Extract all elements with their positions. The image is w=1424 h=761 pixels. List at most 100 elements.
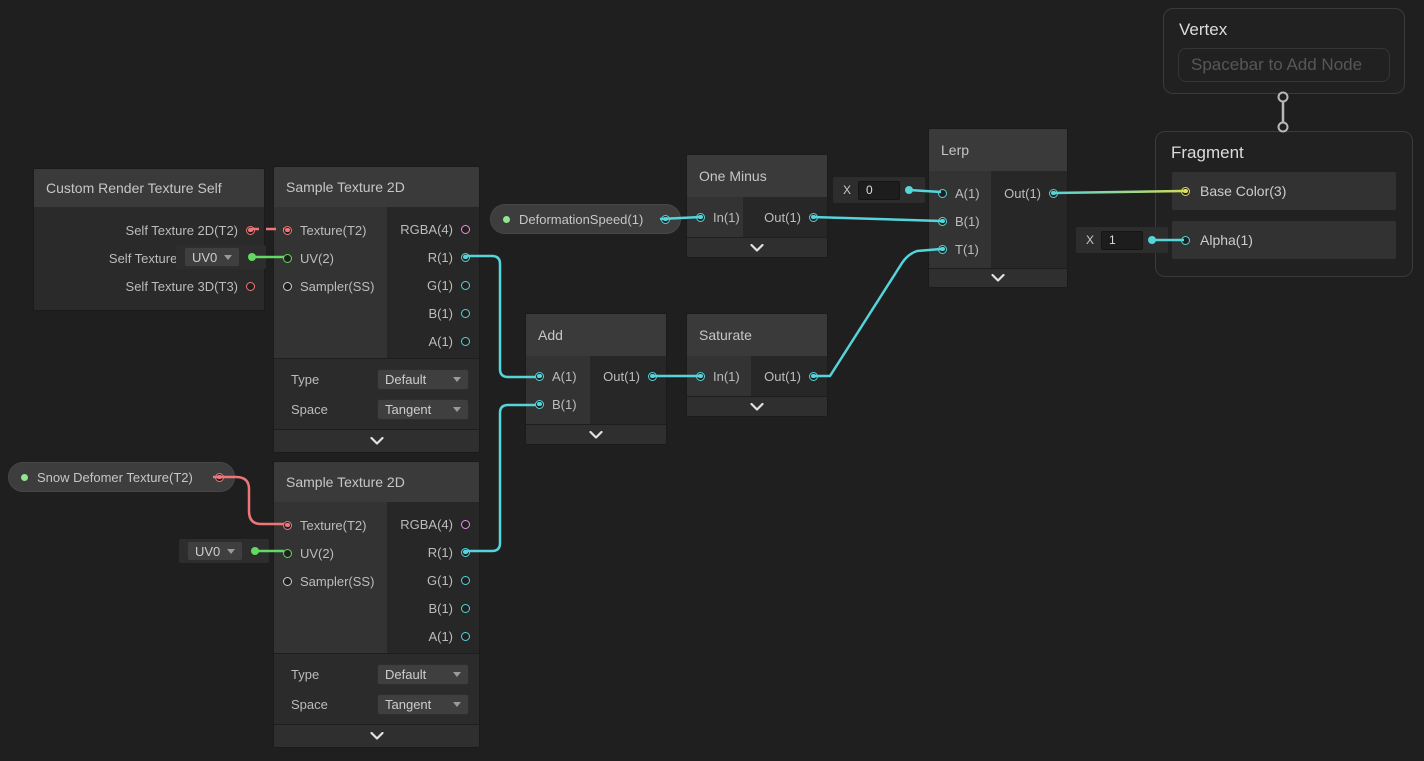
output-port-self-texture-3d[interactable] <box>246 281 255 291</box>
node-collapse-button[interactable] <box>526 424 666 444</box>
property-output-port[interactable] <box>661 214 670 224</box>
output-port-g[interactable] <box>461 280 470 290</box>
output-port-rgba[interactable] <box>461 224 470 234</box>
value-field[interactable]: 0 <box>858 180 901 200</box>
input-port-sampler[interactable] <box>283 281 292 291</box>
node-title[interactable]: Add <box>526 314 666 356</box>
lerp-a-default-widget: X 0 <box>833 177 925 203</box>
node-title[interactable]: Custom Render Texture Self <box>34 169 264 207</box>
edge-saturate-to-lerp-t[interactable] <box>812 247 942 378</box>
fragment-block-base-color[interactable]: Base Color(3) <box>1172 172 1396 210</box>
input-port-a[interactable] <box>938 188 947 198</box>
add-node-placeholder[interactable]: Spacebar to Add Node <box>1178 48 1390 82</box>
output-port-a[interactable] <box>461 631 470 641</box>
output-port-b[interactable] <box>461 603 470 613</box>
node-collapse-button[interactable] <box>274 724 479 747</box>
type-dropdown[interactable]: Default <box>377 368 469 390</box>
output-port-r[interactable] <box>461 252 470 262</box>
node-add[interactable]: Add A(1) B(1) Out(1) <box>525 313 667 445</box>
input-port-base-color[interactable] <box>1181 186 1190 196</box>
node-collapse-button[interactable] <box>929 268 1067 287</box>
output-port-out[interactable] <box>809 212 818 222</box>
vertex-context-block[interactable]: Vertex Spacebar to Add Node <box>1163 8 1405 94</box>
node-title-label: One Minus <box>699 168 767 184</box>
input-port-in[interactable] <box>696 371 705 381</box>
output-port-a[interactable] <box>461 336 470 346</box>
node-collapse-button[interactable] <box>687 237 827 257</box>
port-label: A(1) <box>428 628 453 644</box>
port-label: Self Texture 3D(T3) <box>125 278 238 294</box>
node-title[interactable]: Sample Texture 2D <box>274 462 479 502</box>
node-sample-texture-2d-b[interactable]: Sample Texture 2D Texture(T2) UV(2) Samp… <box>273 461 480 748</box>
fragment-block-alpha[interactable]: Alpha(1) <box>1172 221 1396 259</box>
port-label: B(1) <box>428 600 453 616</box>
node-title[interactable]: Sample Texture 2D <box>274 167 479 207</box>
dropdown-caret-icon <box>227 548 235 554</box>
input-port-uv[interactable] <box>283 548 292 558</box>
port-label: Texture(T2) <box>300 222 367 238</box>
property-node-snow-deformer-texture[interactable]: Snow Defomer Texture(T2) <box>8 462 235 492</box>
alpha-default-widget: X 1 <box>1076 227 1168 253</box>
node-title[interactable]: Saturate <box>687 314 827 356</box>
output-port-rgba[interactable] <box>461 519 470 529</box>
output-port-self-texture-2d[interactable] <box>246 225 255 235</box>
type-dropdown[interactable]: Default <box>377 663 469 685</box>
port-label: R(1) <box>427 249 453 265</box>
port-row: Self Texture 3D(T3) <box>34 272 264 300</box>
input-port-texture[interactable] <box>283 520 292 530</box>
collapse-chevron-icon <box>369 732 384 740</box>
space-dropdown[interactable]: Tangent <box>377 398 469 420</box>
node-title-label: Custom Render Texture Self <box>46 180 222 196</box>
edge-oneminus-to-lerp-b[interactable] <box>811 215 942 223</box>
property-dot-icon <box>21 473 28 481</box>
input-port-texture[interactable] <box>283 225 292 235</box>
node-collapse-button[interactable] <box>274 429 479 452</box>
input-port-b[interactable] <box>938 216 947 226</box>
uv-channel-dropdown[interactable]: UV0 <box>184 247 240 267</box>
uv-default-widget-a: UV0 <box>176 245 266 269</box>
input-port-t[interactable] <box>938 244 947 254</box>
space-dropdown[interactable]: Tangent <box>377 693 469 715</box>
dropdown-value: UV0 <box>195 543 221 559</box>
node-title[interactable]: One Minus <box>687 155 827 197</box>
property-node-deformation-speed[interactable]: DeformationSpeed(1) <box>490 204 681 234</box>
input-port-sampler[interactable] <box>283 576 292 586</box>
output-port-r[interactable] <box>461 547 470 557</box>
output-port-g[interactable] <box>461 575 470 585</box>
uv-channel-dropdown[interactable]: UV0 <box>187 541 243 561</box>
output-port-out[interactable] <box>648 371 657 381</box>
property-dot-icon <box>503 215 510 223</box>
node-lerp[interactable]: Lerp A(1) B(1) T(1) Out(1) <box>928 128 1068 288</box>
input-port-b[interactable] <box>535 399 544 409</box>
port-label: T(1) <box>955 241 979 257</box>
node-sample-texture-2d-a[interactable]: Sample Texture 2D Texture(T2) UV(2) Samp… <box>273 166 480 453</box>
property-output-port[interactable] <box>215 472 224 482</box>
port-label: Out(1) <box>764 209 801 225</box>
input-port-alpha[interactable] <box>1181 235 1190 245</box>
setting-label: Space <box>291 696 328 712</box>
value-field[interactable]: 1 <box>1101 230 1144 250</box>
output-port-b[interactable] <box>461 308 470 318</box>
node-title[interactable]: Lerp <box>929 129 1067 171</box>
input-port-in[interactable] <box>696 212 705 222</box>
dropdown-value: Tangent <box>385 696 432 712</box>
property-label: Snow Defomer Texture(T2) <box>37 469 193 485</box>
output-port-out[interactable] <box>809 371 818 381</box>
node-one-minus[interactable]: One Minus In(1) Out(1) <box>686 154 828 258</box>
port-label: G(1) <box>427 277 453 293</box>
output-port-out[interactable] <box>1049 188 1058 198</box>
collapse-chevron-icon <box>750 243 764 252</box>
node-title-label: Add <box>538 327 563 343</box>
input-port-uv[interactable] <box>283 253 292 263</box>
block-title: Vertex <box>1179 20 1228 39</box>
port-label: UV(2) <box>300 250 334 266</box>
node-collapse-button[interactable] <box>687 396 827 416</box>
fragment-context-block[interactable]: Fragment Base Color(3) Alpha(1) <box>1155 131 1413 277</box>
port-label: B(1) <box>955 213 980 229</box>
node-saturate[interactable]: Saturate In(1) Out(1) <box>686 313 828 417</box>
input-port-a[interactable] <box>535 371 544 381</box>
setting-label: Type <box>291 371 320 387</box>
port-label: Base Color(3) <box>1200 183 1287 199</box>
node-custom-render-texture-self[interactable]: Custom Render Texture Self Self Texture … <box>33 168 265 311</box>
